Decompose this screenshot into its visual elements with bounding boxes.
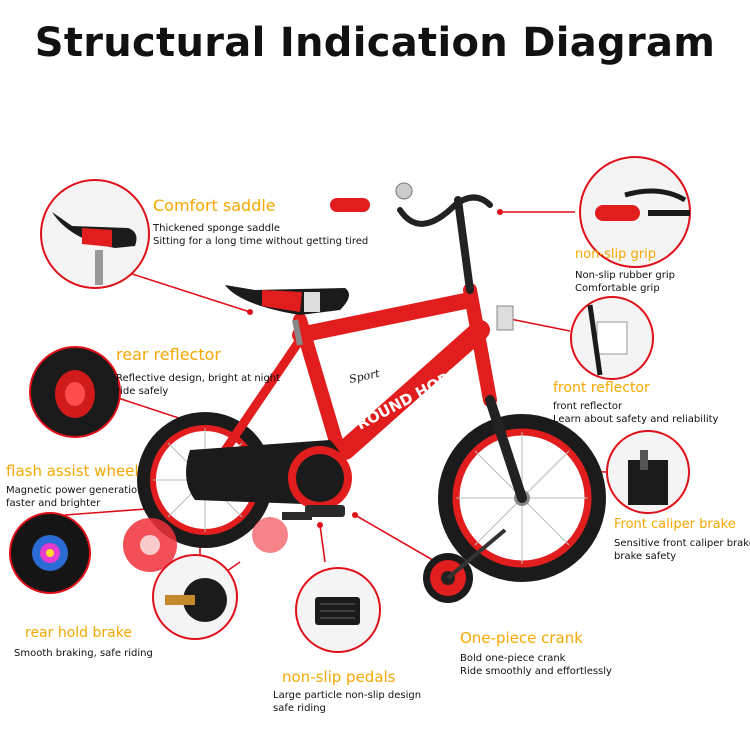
feature-non-slip-grip: non-slip grip Non-slip rubber grip Comfo… — [575, 245, 675, 295]
sport-decal: Sport — [348, 367, 381, 386]
feature-title: rear hold brake — [25, 625, 132, 641]
feature-title: front reflector — [553, 380, 650, 396]
feature-line: Sitting for a long time without getting … — [153, 236, 369, 247]
pedal-inset-icon — [295, 567, 381, 653]
feature-line: Thickened sponge saddle — [153, 223, 280, 234]
feature-title: Front caliper brake — [614, 517, 736, 532]
bicycle-illustration: Sport ROUND HORSE — [123, 182, 606, 603]
feature-title: Comfort saddle — [153, 196, 276, 215]
feature-line: Large particle non-slip design — [273, 690, 422, 701]
grip-inset-icon — [579, 156, 691, 268]
feature-title: One-piece crank — [460, 629, 583, 647]
rear-reflector-inset-icon — [29, 346, 121, 438]
rear-brake-inset-icon — [152, 554, 238, 640]
feature-flash-assist-wheel: flash assist wheel Magnetic power genera… — [6, 461, 143, 510]
feature-one-piece-crank: One-piece crank Bold one-piece crank Rid… — [460, 628, 612, 678]
feature-front-reflector: front reflector front reflector Learn ab… — [553, 378, 718, 426]
feature-title: non-slip pedals — [282, 668, 396, 686]
feature-comfort-saddle: Comfort saddle Thickened sponge saddle S… — [153, 196, 368, 248]
feature-line: Learn about safety and reliability — [553, 414, 719, 425]
feature-line: ride safely — [116, 386, 169, 397]
flash-wheel-inset-icon — [9, 512, 91, 594]
feature-title: non-slip grip — [575, 247, 656, 262]
frame — [200, 283, 527, 503]
detail-insets — [9, 156, 691, 653]
chain-guard — [186, 440, 352, 520]
feature-line: Comfortable grip — [575, 283, 660, 294]
feature-line: front reflector — [553, 401, 623, 412]
front-reflector-inset-icon — [570, 296, 654, 380]
feature-non-slip-pedals: non-slip pedals Large particle non-slip … — [273, 667, 421, 715]
feature-line: faster and brighter — [6, 498, 101, 509]
feature-line: brake safety — [614, 551, 677, 562]
feature-line: Non-slip rubber grip — [575, 270, 676, 281]
feature-rear-reflector: rear reflector Reflective design, bright… — [116, 345, 280, 398]
handlebar — [330, 182, 514, 331]
saddle-inset-icon — [40, 179, 150, 289]
feature-title: flash assist wheel — [6, 462, 139, 480]
feature-line: Ride smoothly and effortlessly — [460, 666, 612, 677]
feature-line: Bold one-piece crank — [460, 653, 566, 664]
saddle — [225, 285, 349, 346]
feature-line: Sensitive front caliper brake — [614, 538, 750, 549]
feature-rear-hold-brake: rear hold brake Smooth braking, safe rid… — [14, 623, 153, 660]
feature-line: Smooth braking, safe riding — [14, 648, 153, 659]
feature-line: Reflective design, bright at night — [116, 373, 281, 384]
training-wheels — [123, 517, 507, 603]
feature-title: rear reflector — [116, 345, 221, 364]
feature-line: safe riding — [273, 703, 326, 714]
feature-line: Magnetic power generation — [6, 485, 144, 496]
feature-front-caliper-brake: Front caliper brake Sensitive front cali… — [614, 515, 750, 563]
caliper-brake-inset-icon — [606, 430, 690, 514]
page-title: Structural Indication Diagram — [34, 20, 716, 66]
